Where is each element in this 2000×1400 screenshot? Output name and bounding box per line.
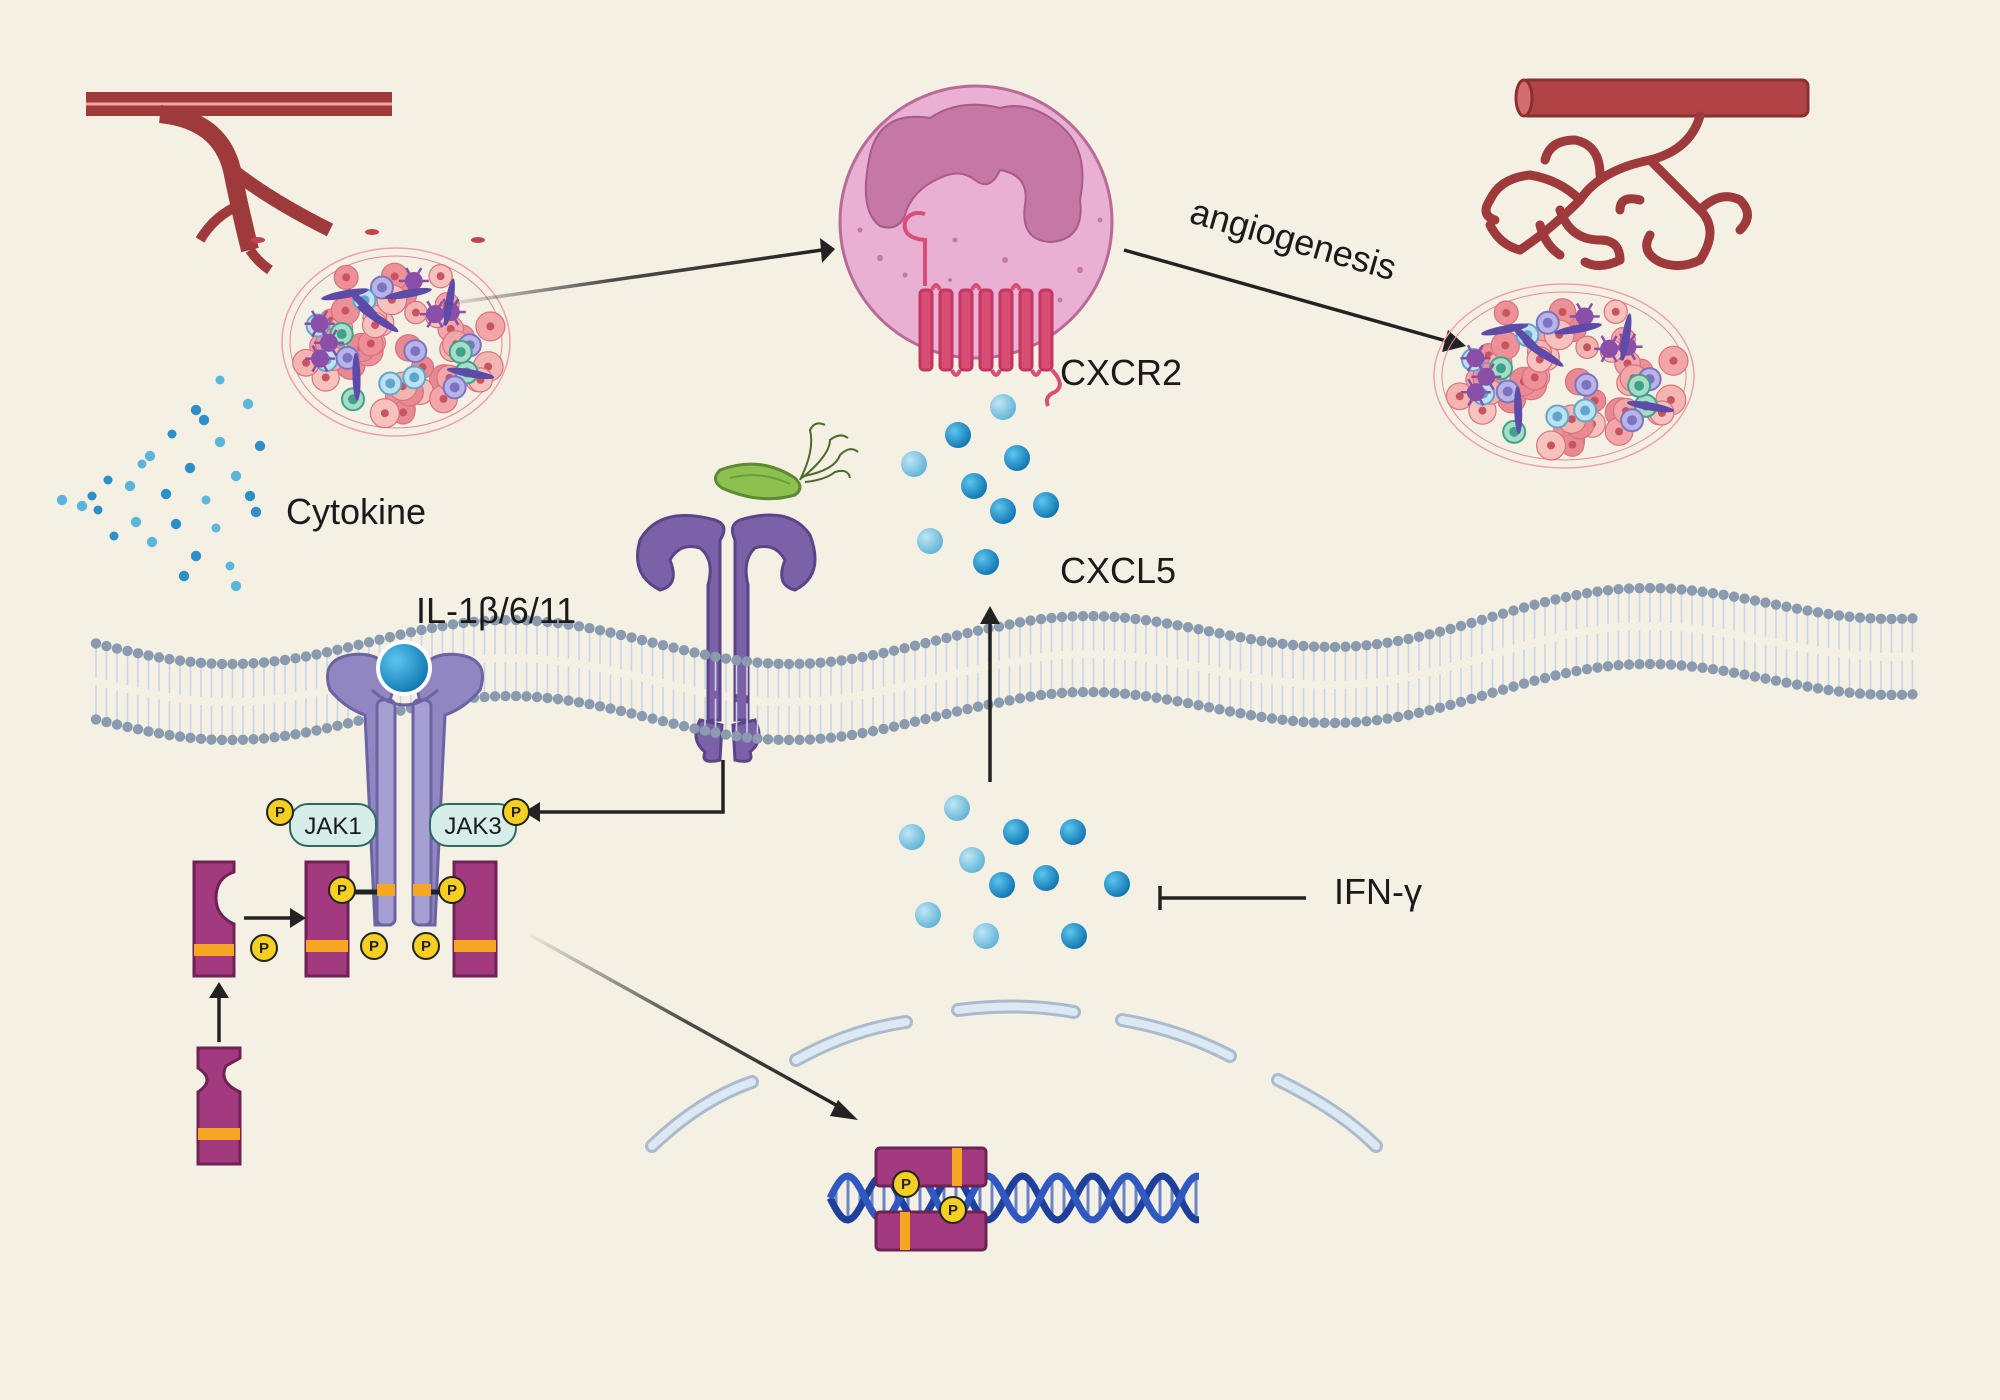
jak3-label: JAK3 — [444, 813, 501, 840]
angiogenesis-label: angiogenesis — [1186, 190, 1401, 288]
stat-phosphates: P P P P P — [250, 876, 466, 962]
neutrophil-cell — [838, 84, 1114, 360]
il-label: IL-1β/6/11 — [416, 590, 576, 631]
bacterium-icon — [714, 422, 859, 501]
phosphate-label: P — [447, 882, 457, 899]
phosphate-label: P — [369, 938, 379, 955]
arrowhead-cxcl5-secretion — [980, 606, 1000, 624]
cytokine-label: Cytokine — [286, 491, 426, 532]
arrowhead-stat-activation — [209, 982, 229, 998]
cxcl5-chemokines-upper — [901, 394, 1059, 575]
arrow-angiogenesis — [1123, 248, 1451, 344]
cxcl5-chemokines-intracellular — [899, 795, 1130, 949]
il-ligand — [376, 640, 432, 696]
phosphate-label: P — [948, 1202, 958, 1219]
arrowhead-receptor-to-jak3 — [524, 802, 540, 822]
tumor-cell-cluster-right — [1433, 283, 1695, 469]
cxcr2-label: CXCR2 — [1060, 352, 1182, 393]
il-receptor — [326, 652, 484, 927]
arrowhead-tumor-to-neutrophil — [820, 238, 835, 263]
arrow-receptor-to-jak3 — [538, 760, 725, 814]
arrow-stat-to-nucleus — [529, 933, 846, 1112]
cxcr2-receptor — [902, 211, 1062, 407]
cxcl5-label: CXCL5 — [1060, 550, 1176, 591]
cytokine-dots — [56, 375, 266, 592]
arrowhead-angiogenesis — [1442, 330, 1466, 352]
phosphate-label: P — [259, 940, 269, 957]
jak1: JAK1 — [289, 803, 377, 847]
stat-proteins — [192, 860, 498, 1166]
phosphate-label: P — [421, 938, 431, 955]
arrowhead-stat-to-nucleus — [830, 1100, 858, 1120]
phosphate-label: P — [511, 804, 521, 821]
jak1-label: JAK1 — [304, 813, 361, 840]
blood-vessel-right — [1481, 78, 1810, 270]
tumor-cell-cluster-left — [281, 247, 511, 437]
blood-vessel-left — [86, 92, 485, 275]
phosphate-label: P — [337, 882, 347, 899]
dna-dimer-phosphates: PP — [892, 1170, 967, 1224]
ifn-label: IFN-γ — [1334, 871, 1422, 912]
arrow-tumor-to-neutrophil — [439, 248, 823, 307]
arrowhead-stat-to-dimer — [290, 908, 306, 928]
nuclear-envelope — [645, 999, 1383, 1153]
phosphate-label: P — [901, 1176, 911, 1193]
phosphate-label: P — [275, 804, 285, 821]
